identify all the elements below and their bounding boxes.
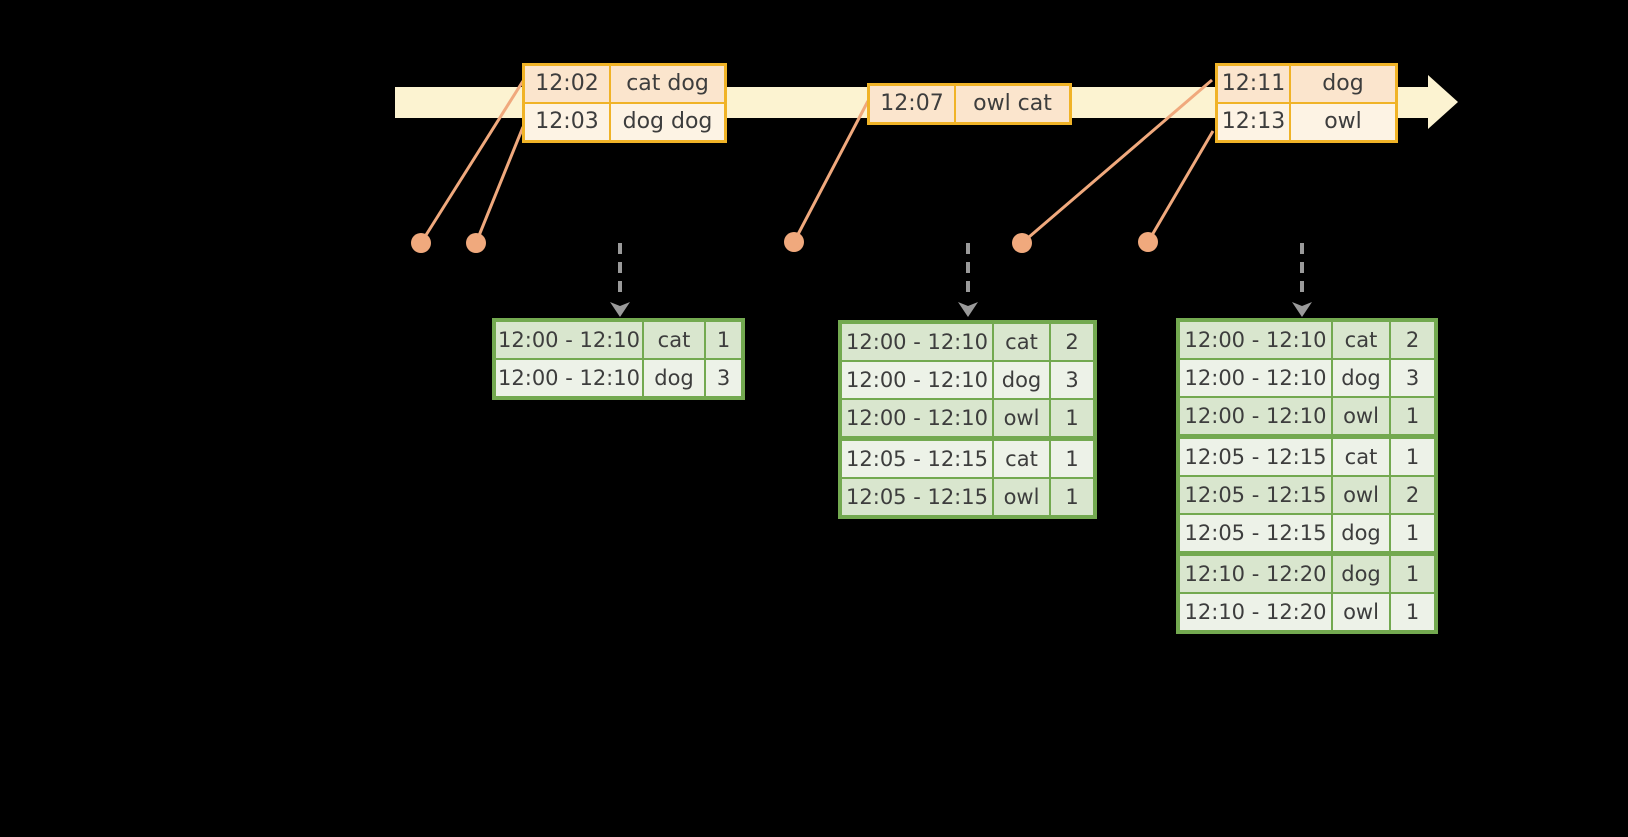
result-table-2: 12:00 - 12:10 cat 2 12:00 - 12:10 dog 3 …	[838, 320, 1097, 519]
event-words: dog	[1291, 66, 1395, 102]
table-row: 12:00 - 12:10 dog 3	[1180, 360, 1434, 396]
window-cell: 12:05 - 12:15	[1180, 515, 1331, 551]
event-dot-icon	[1138, 232, 1158, 252]
table-row: 12:05 - 12:15 cat 1	[842, 441, 1093, 477]
result-table-3: 12:00 - 12:10 cat 2 12:00 - 12:10 dog 3 …	[1176, 318, 1438, 634]
word-cell: owl	[1333, 594, 1389, 630]
event-time: 12:13	[1218, 104, 1289, 140]
down-arrowhead-icon	[958, 302, 978, 317]
count-cell: 2	[1391, 477, 1434, 513]
window-cell: 12:00 - 12:10	[496, 322, 642, 358]
word-cell: owl	[1333, 398, 1389, 434]
count-cell: 3	[706, 360, 741, 396]
window-cell: 12:00 - 12:10	[842, 400, 992, 436]
window-cell: 12:05 - 12:15	[1180, 477, 1331, 513]
window-cell: 12:00 - 12:10	[1180, 398, 1331, 434]
connector-line	[1146, 130, 1215, 243]
word-cell: cat	[644, 322, 704, 358]
table-row: 12:10 - 12:20 dog 1	[1180, 556, 1434, 592]
word-cell: owl	[994, 479, 1049, 515]
table-row: 12:00 - 12:10 owl 1	[842, 400, 1093, 436]
word-cell: dog	[644, 360, 704, 396]
word-cell: dog	[1333, 515, 1389, 551]
event-words: owl	[1291, 104, 1395, 140]
event-time: 12:03	[525, 104, 609, 140]
window-cell: 12:00 - 12:10	[1180, 322, 1331, 358]
word-cell: cat	[1333, 439, 1389, 475]
event-table-1211: 12:11 dog 12:13 owl	[1215, 63, 1398, 143]
window-cell: 12:00 - 12:10	[496, 360, 642, 396]
word-cell: dog	[1333, 360, 1389, 396]
word-cell: cat	[994, 324, 1049, 360]
result-table-1: 12:00 - 12:10 cat 1 12:00 - 12:10 dog 3	[492, 318, 745, 400]
count-cell: 2	[1391, 322, 1434, 358]
down-arrowhead-icon	[610, 302, 630, 317]
table-row: 12:00 - 12:10 owl 1	[1180, 398, 1434, 434]
event-time: 12:11	[1218, 66, 1289, 102]
count-cell: 1	[1391, 556, 1434, 592]
connector-line	[474, 126, 525, 244]
event-dot-icon	[466, 233, 486, 253]
window-cell: 12:10 - 12:20	[1180, 594, 1331, 630]
window-cell: 12:05 - 12:15	[842, 441, 992, 477]
count-cell: 3	[1051, 362, 1093, 398]
window-cell: 12:00 - 12:10	[842, 324, 992, 360]
connector-lines	[419, 78, 1215, 245]
event-time: 12:07	[870, 86, 954, 122]
count-cell: 1	[1391, 515, 1434, 551]
event-table-1202: 12:02 cat dog 12:03 dog dog	[522, 63, 727, 143]
trigger-arrowheads	[610, 302, 1312, 317]
event-table-1207: 12:07 owl cat	[867, 83, 1072, 125]
event-words: cat dog	[611, 66, 724, 102]
count-cell: 3	[1391, 360, 1434, 396]
trigger-arrows	[618, 243, 1304, 300]
connector-line	[1021, 78, 1213, 245]
timeline-arrowhead-icon	[1428, 75, 1458, 129]
event-words: dog dog	[611, 104, 724, 140]
word-cell: cat	[1333, 322, 1389, 358]
word-cell: owl	[994, 400, 1049, 436]
table-row: 12:00 - 12:10 cat 2	[842, 324, 1093, 360]
table-row: 12:00 - 12:10 cat 1	[496, 322, 741, 358]
table-row: 12:05 - 12:15 cat 1	[1180, 439, 1434, 475]
table-row: 12:05 - 12:15 owl 1	[842, 479, 1093, 515]
count-cell: 1	[1391, 594, 1434, 630]
count-cell: 1	[706, 322, 741, 358]
table-row: 12:00 - 12:10 cat 2	[1180, 322, 1434, 358]
down-arrowhead-icon	[1292, 302, 1312, 317]
count-cell: 2	[1051, 324, 1093, 360]
connector-line	[419, 80, 525, 244]
event-dot-icon	[411, 233, 431, 253]
count-cell: 1	[1391, 398, 1434, 434]
connector-line	[792, 100, 870, 243]
window-cell: 12:05 - 12:15	[1180, 439, 1331, 475]
event-dot-icon	[784, 232, 804, 252]
word-cell: dog	[994, 362, 1049, 398]
window-cell: 12:00 - 12:10	[842, 362, 992, 398]
word-cell: cat	[994, 441, 1049, 477]
table-row: 12:05 - 12:15 dog 1	[1180, 515, 1434, 551]
table-row: 12:00 - 12:10 dog 3	[496, 360, 741, 396]
table-row: 12:05 - 12:15 owl 2	[1180, 477, 1434, 513]
count-cell: 1	[1051, 441, 1093, 477]
table-row: 12:00 - 12:10 dog 3	[842, 362, 1093, 398]
event-dots	[411, 232, 1158, 253]
count-cell: 1	[1391, 439, 1434, 475]
count-cell: 1	[1051, 479, 1093, 515]
table-row: 12:10 - 12:20 owl 1	[1180, 594, 1434, 630]
event-dot-icon	[1012, 233, 1032, 253]
window-cell: 12:05 - 12:15	[842, 479, 992, 515]
window-cell: 12:00 - 12:10	[1180, 360, 1331, 396]
event-words: owl cat	[956, 86, 1069, 122]
window-cell: 12:10 - 12:20	[1180, 556, 1331, 592]
word-cell: owl	[1333, 477, 1389, 513]
count-cell: 1	[1051, 400, 1093, 436]
word-cell: dog	[1333, 556, 1389, 592]
event-time: 12:02	[525, 66, 609, 102]
